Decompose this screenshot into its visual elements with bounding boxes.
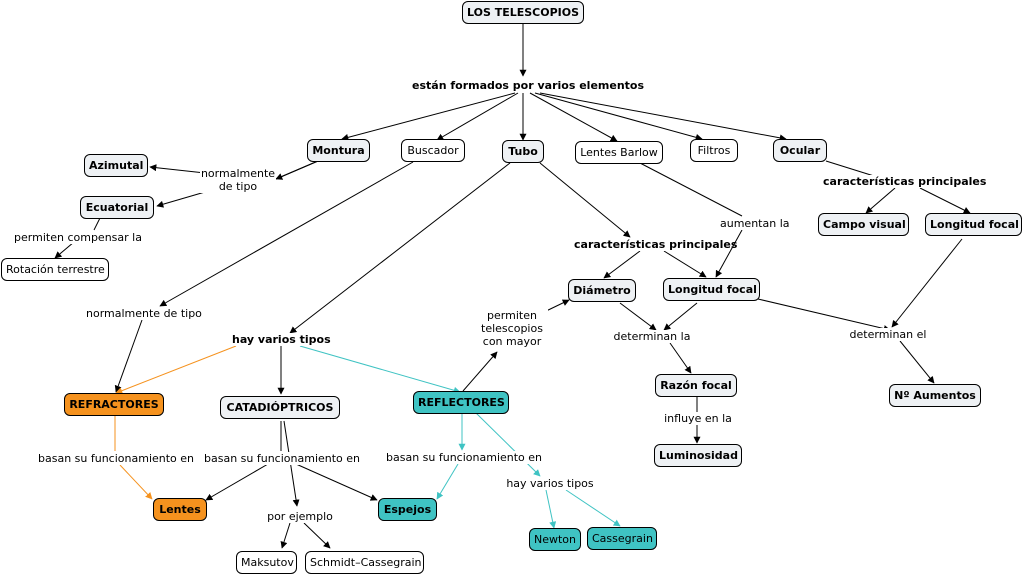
node-catadioptricos[interactable]: CATADIÓPTRICOS (220, 396, 340, 419)
link-longitud-determinanel (757, 298, 891, 332)
link-reflect-hay (475, 412, 541, 477)
phrase-normalmente-tipo-2: normalmente de tipo (86, 307, 202, 320)
phrase-hay-varios-tipos-1: hay varios tipos (232, 333, 331, 346)
link-basan-espejos (295, 463, 378, 501)
phrase-caracteristicas-ocular: características principales (823, 175, 987, 188)
node-tubo[interactable]: Tubo (502, 140, 544, 163)
node-campo-visual[interactable]: Campo visual (818, 213, 909, 236)
phrase-determinan-la: determinan la (612, 330, 692, 343)
link-barlow-aumentan (639, 162, 743, 217)
node-ecuatorial[interactable]: Ecuatorial (80, 196, 154, 219)
link-basan-espejos-teal (436, 463, 459, 500)
node-maksutov[interactable]: Maksutov (236, 551, 297, 574)
phrase-normalmente-tipo-1: normalmente de tipo (200, 167, 276, 193)
node-buscador[interactable]: Buscador (401, 139, 465, 162)
link-hay-reflectores (299, 345, 461, 394)
phrase-permiten-compensar: permiten compensar la (14, 231, 142, 244)
phrase-permiten-telescopios: permiten telescopios con mayor (476, 309, 548, 348)
link-diametro-determinan (619, 302, 657, 331)
link-ecuatorial-permiten (93, 217, 101, 231)
phrase-influye-en-la: influye en la (662, 412, 734, 425)
link-hay-refractores (115, 345, 237, 394)
link-hay-cassegrain (565, 489, 621, 527)
phrase-por-ejemplo: por ejemplo (264, 510, 336, 523)
node-los-telescopios[interactable]: LOS TELESCOPIOS (462, 1, 584, 24)
link-tubo-hay (289, 162, 511, 334)
link-car-longoc (919, 187, 971, 214)
node-longitud-focal-tubo[interactable]: Longitud focal (663, 278, 760, 301)
link-car-campo (865, 187, 896, 214)
phrase-hay-varios-tipos-2: hay varios tipos (504, 477, 596, 490)
link-permiten-rotacion (54, 241, 75, 259)
link-car-longitud (663, 250, 707, 278)
link-formados-montura (341, 92, 516, 141)
link-longoc-determinan (891, 238, 963, 328)
link-ocular-car (825, 160, 875, 177)
link-tubo-caracteristicas (539, 162, 631, 238)
node-lentes-barlow[interactable]: Lentes Barlow (575, 141, 663, 164)
link-porejemplo-maksutov (280, 522, 291, 549)
node-longitud-focal-ocular[interactable]: Longitud focal (925, 213, 1022, 236)
node-montura[interactable]: Montura (307, 139, 370, 162)
link-buscador-normal (159, 161, 414, 307)
node-rotacion-terrestre[interactable]: Rotación terrestre (1, 258, 109, 281)
phrase-basan-3: basan su funcionamiento en (386, 451, 543, 464)
node-azimutal[interactable]: Azimutal (84, 154, 148, 177)
node-ocular[interactable]: Ocular (773, 139, 827, 162)
phrase-caracteristicas-tubo: características principales (574, 238, 738, 251)
node-filtros[interactable]: Filtros (690, 139, 738, 162)
link-normal-montura-arrow (275, 160, 319, 180)
link-car-diametro (603, 250, 641, 279)
node-schmidt-cassegrain[interactable]: Schmidt–Cassegrain (305, 551, 424, 574)
link-formados-filtros (534, 92, 703, 141)
node-luminosidad[interactable]: Luminosidad (654, 444, 742, 467)
link-porejemplo-schmidt (303, 522, 331, 549)
node-razon-focal[interactable]: Razón focal (655, 374, 737, 397)
link-formados-buscador (436, 92, 519, 141)
phrase-aumentan-la: aumentan la (720, 217, 790, 230)
link-basan-lentes (205, 463, 269, 501)
link-aumentan-longitud (715, 229, 743, 278)
node-newton[interactable]: Newton (529, 528, 581, 551)
link-normal-azimutal (149, 164, 206, 174)
link-normal-ecuatorial (156, 191, 206, 208)
node-lentes[interactable]: Lentes (153, 498, 207, 521)
link-determinanel-aumentos (899, 340, 935, 384)
node-espejos[interactable]: Espejos (378, 498, 437, 521)
node-n-aumentos[interactable]: Nº Aumentos (889, 384, 981, 407)
link-basan-lentes-orange (119, 464, 153, 500)
link-normal-refractores (114, 319, 143, 393)
link-formados-ocular (539, 92, 787, 142)
link-reflect-permiten (462, 351, 498, 392)
node-reflectores[interactable]: REFLECTORES (413, 391, 509, 414)
phrase-formados: están formados por varios elementos (412, 79, 645, 92)
phrase-basan-2: basan su funcionamiento en (204, 452, 361, 465)
link-longitud-determinan (663, 302, 698, 331)
phrase-determinan-el: determinan el (848, 328, 928, 341)
phrase-basan-1: basan su funcionamiento en (38, 452, 195, 465)
node-cassegrain[interactable]: Cassegrain (587, 527, 657, 550)
link-formados-barlow (529, 92, 618, 142)
node-refractores[interactable]: REFRACTORES (64, 393, 164, 416)
node-diametro[interactable]: Diámetro (568, 279, 636, 302)
link-determinan-razon (669, 342, 692, 374)
link-hay-newton (545, 489, 557, 529)
